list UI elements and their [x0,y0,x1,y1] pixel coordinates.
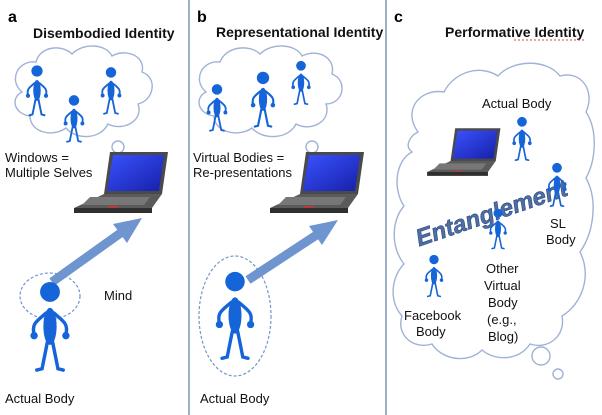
thought-cloud-icon [392,62,595,380]
panel-letter: a [8,9,17,26]
cloud-label: Virtual Bodies = [193,150,284,165]
other-body-label: Other [486,261,519,276]
body-label: Actual Body [200,391,270,406]
body-label: Actual Body [5,391,75,406]
panel-letter: b [197,9,207,26]
thought-cloud-icon [14,45,153,165]
sl-label: SL [550,216,566,231]
sl-label: Body [546,232,576,247]
panel-b: b Representational Identity Virtual Bodi… [193,9,383,406]
cloud-label: Multiple Selves [5,165,93,180]
arrow-icon [245,220,338,284]
facebook-body-label: Facebook [404,308,462,323]
arrow-icon [49,218,142,286]
panel-c: c Performative Identity Entanglement Act… [392,9,595,380]
panel-title: Disembodied Identity [33,25,175,41]
panel-letter: c [394,9,403,26]
other-body-label: Body [488,295,518,310]
cloud-label: Windows = [5,150,69,165]
panel-title: Performative Identity [445,24,584,40]
mind-label: Mind [104,288,132,303]
panel-title: Representational Identity [216,24,383,40]
other-body-label: (e.g., [487,312,517,327]
thought-cloud-icon [198,45,343,165]
facebook-body-label: Body [416,324,446,339]
laptop-icon [74,152,168,213]
stick-figure-icon [30,282,69,370]
panel-a: a Disembodied Identity Windows = Multipl… [5,9,175,406]
actual-body-label: Actual Body [482,96,552,111]
cloud-label: Re-presentations [193,165,292,180]
stick-figure-icon [216,272,254,358]
other-body-label: Virtual [484,278,521,293]
body-outline [198,255,272,377]
other-body-label: Blog) [488,329,518,344]
